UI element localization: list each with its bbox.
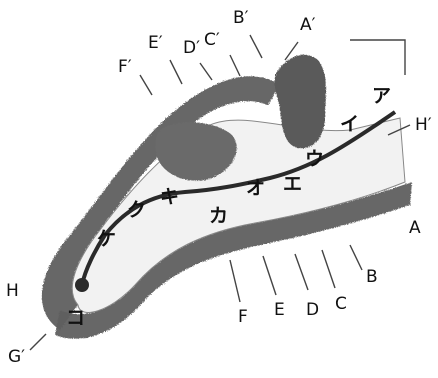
kana-o: オ — [246, 177, 265, 199]
kana-e: エ — [283, 173, 302, 195]
label-d-prime: D′ — [183, 38, 200, 58]
label-d: D — [306, 300, 319, 320]
kana-a: ア — [372, 85, 391, 107]
label-c: C — [335, 294, 347, 314]
label-h: H — [6, 281, 19, 301]
label-e: E — [274, 300, 285, 320]
label-h-prime: H′ — [415, 115, 432, 135]
label-b-prime: B′ — [233, 8, 249, 28]
label-a: A — [409, 218, 421, 238]
label-a-prime: A′ — [300, 15, 316, 35]
label-c-prime: C′ — [204, 30, 220, 50]
label-g-prime: G′ — [8, 347, 25, 367]
kana-ke: ケ — [97, 228, 116, 250]
kana-ka: カ — [209, 205, 228, 227]
tube-end-bulb — [75, 278, 89, 292]
kana-u: ウ — [305, 148, 324, 170]
kana-ki: キ — [160, 186, 179, 208]
kana-i: イ — [340, 113, 359, 135]
bracket — [350, 40, 405, 75]
label-e-prime: E′ — [148, 33, 163, 53]
kana-ko: コ — [66, 307, 85, 329]
label-f: F — [238, 307, 248, 327]
label-f-prime: F′ — [118, 57, 132, 77]
label-b: B — [366, 267, 378, 287]
kana-ku: ク — [127, 199, 146, 221]
